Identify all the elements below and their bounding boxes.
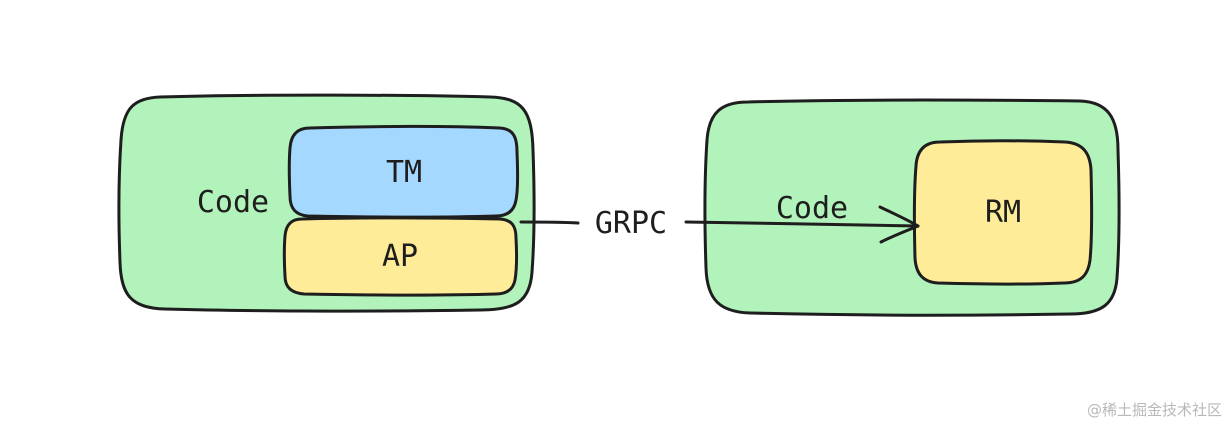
rm-node: RM [912,139,1094,286]
arrowhead-icon [878,205,920,244]
grpc-edge: GRPC [519,205,920,244]
ap-box [282,216,519,297]
tm-box [287,125,520,219]
edge-line-right [684,220,920,228]
tm-node: TM [287,125,520,219]
edge-label: GRPC [595,206,667,241]
ap-node: AP [282,216,519,297]
watermark: @稀土掘金技术社区 [1086,401,1222,419]
rm-box [912,139,1094,286]
tm-label: TM [386,155,422,190]
ap-label: AP [382,239,418,274]
right-container-label: Code [776,191,848,226]
left-container-label: Code [197,185,269,220]
rm-label: RM [985,195,1021,230]
edge-line-left [519,220,580,225]
